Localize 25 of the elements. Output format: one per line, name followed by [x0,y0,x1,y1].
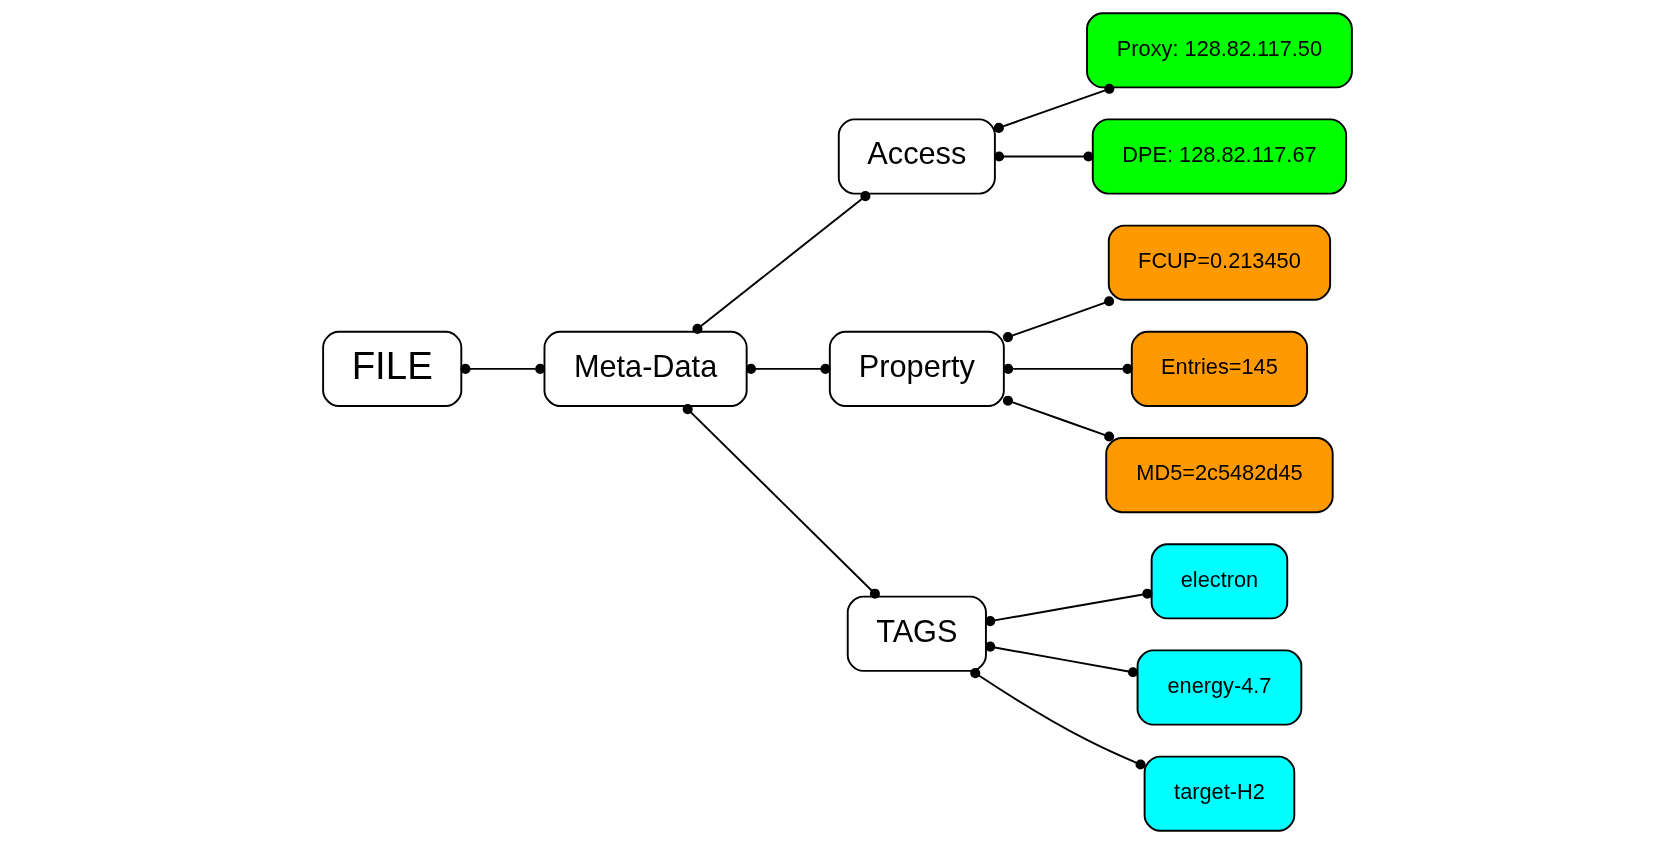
connector [969,668,1146,770]
connector [1002,395,1114,442]
node-box: target-H2 [1143,755,1295,832]
connector [682,404,880,599]
connector [984,641,1138,678]
connector [691,191,870,334]
connector [993,151,1093,162]
node-box: FCUP=0.213450 [1107,224,1331,301]
connector [459,363,545,374]
node-box: DPE: 128.82.117.67 [1091,118,1347,195]
node-box: electron [1150,543,1288,620]
node-box: Meta-Data [543,330,748,407]
node-box: TAGS [846,595,987,672]
connector [1002,296,1114,343]
node-box: FILE [321,330,462,407]
node-box: Proxy: 128.82.117.50 [1085,12,1353,89]
connector [984,588,1152,627]
node-box: MD5=2c5482d45 [1104,437,1334,514]
node-box: Entries=145 [1130,330,1308,407]
connector [993,83,1114,133]
connector [1002,363,1133,374]
node-box: energy-4.7 [1136,649,1302,726]
connector [745,363,830,374]
node-box: Property [828,330,1005,407]
node-box: Access [837,118,996,195]
